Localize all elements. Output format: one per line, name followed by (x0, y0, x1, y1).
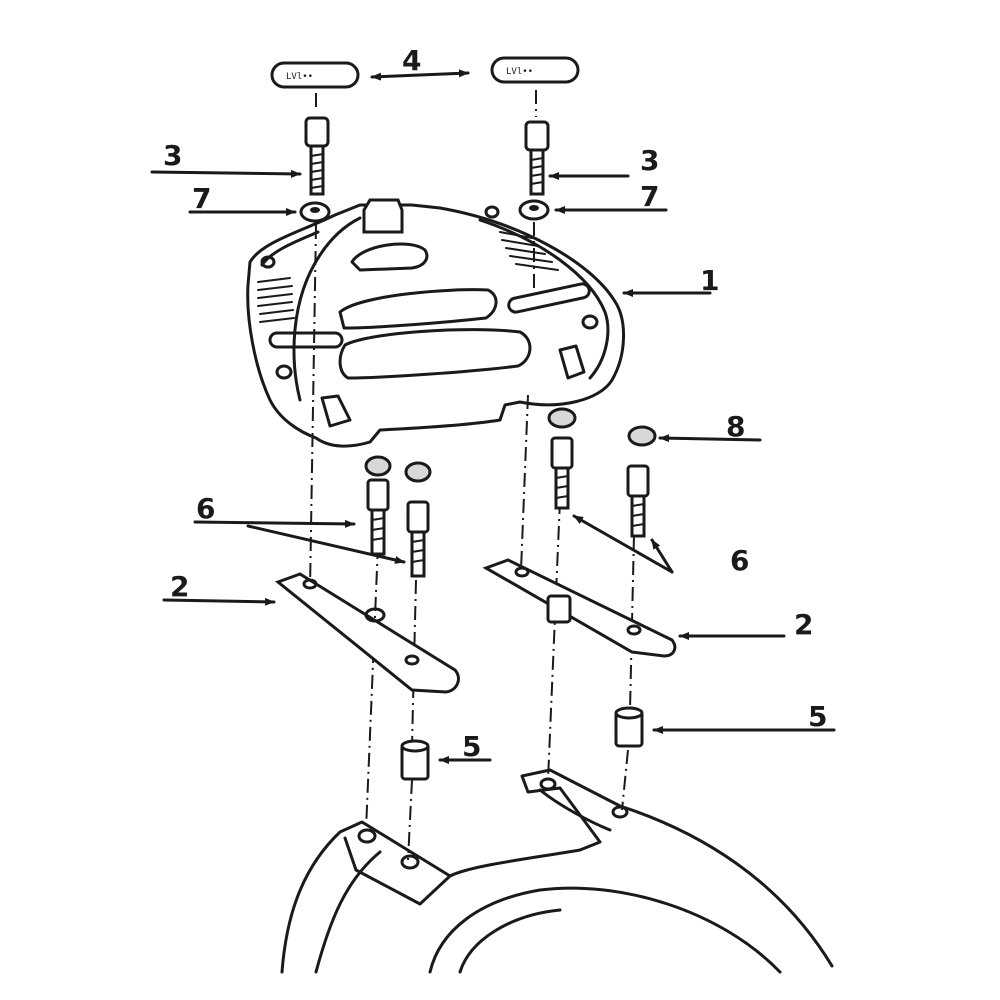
callout-spacer-right: 5 (808, 700, 827, 733)
assembly-axis-lines (309, 90, 635, 861)
callout-rack: 1 (700, 264, 719, 297)
bolt-lower-right-a (547, 407, 577, 510)
svg-text:LVl••: LVl•• (286, 72, 313, 82)
callout-plate-right: 2 (794, 608, 813, 641)
bolt-top-left (304, 116, 330, 196)
svg-text:LVl••: LVl•• (506, 67, 533, 77)
bolt-lower-left-a (364, 455, 392, 556)
bolt-top-right (524, 120, 550, 196)
rubber-pads: LVl•• LVl•• (270, 56, 580, 89)
callout-plate-left: 2 (170, 570, 189, 603)
callout-washer-right: 7 (640, 180, 659, 213)
callout-bolt-top-right: 3 (640, 144, 659, 177)
callout-spacer-left: 5 (462, 730, 481, 763)
callout-bolts-lower-left: 6 (196, 492, 215, 525)
spacer-left (400, 739, 430, 781)
mounting-plate-right (482, 558, 677, 658)
washer-left (299, 201, 331, 223)
spacer-right (614, 706, 644, 748)
callout-bolt-top-left: 3 (163, 139, 182, 172)
bolt-lower-right-b (626, 425, 657, 538)
callout-bolts-lower-right: 6 (730, 544, 749, 577)
mounting-plate-left (274, 572, 460, 694)
callout-cap: 8 (726, 410, 745, 443)
bolt-lower-left-b (404, 461, 432, 578)
callout-pads: 4 (402, 44, 421, 77)
motorcycle-rear-frame (280, 768, 834, 974)
washer-right (518, 199, 550, 221)
rubber-pad-left: LVl•• (270, 61, 360, 89)
callout-washer-left: 7 (192, 182, 211, 215)
leader-arrows (150, 69, 836, 764)
luggage-rack-plate (246, 198, 625, 448)
rubber-pad-right: LVl•• (490, 56, 580, 84)
